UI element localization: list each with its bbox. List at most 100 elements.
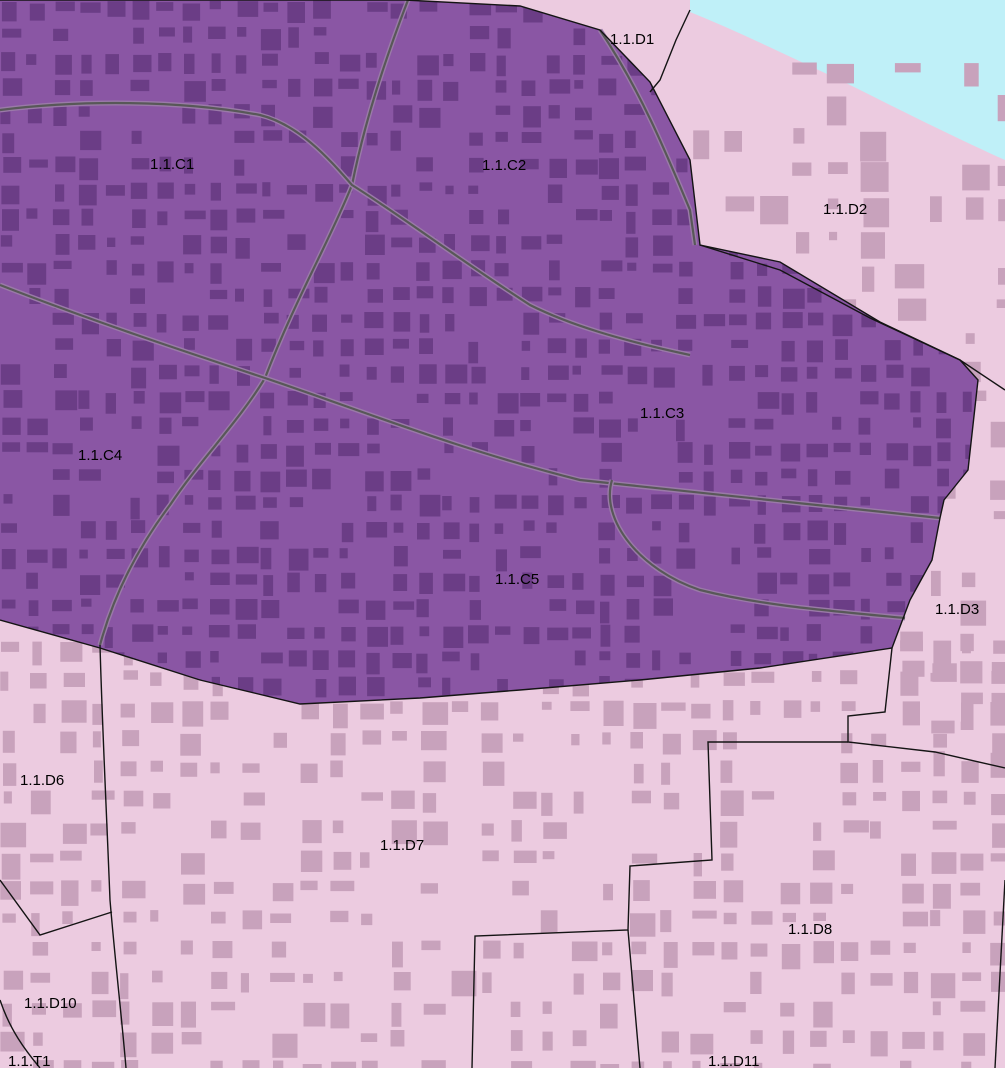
building-footprint	[548, 365, 569, 380]
building-footprint	[419, 494, 441, 517]
building-footprint	[861, 365, 877, 382]
building-footprint	[184, 183, 196, 195]
building-footprint	[731, 547, 740, 565]
building-footprint	[990, 853, 1005, 862]
building-footprint	[808, 574, 830, 595]
building-footprint	[807, 469, 818, 487]
building-footprint	[366, 522, 388, 538]
building-footprint	[392, 731, 407, 741]
building-footprint	[469, 497, 480, 513]
building-footprint	[288, 548, 309, 571]
building-footprint	[990, 752, 1005, 778]
building-footprint	[598, 522, 615, 541]
building-footprint	[55, 390, 78, 411]
building-footprint	[234, 130, 255, 143]
building-footprint	[312, 314, 327, 332]
building-footprint	[393, 574, 408, 591]
building-footprint	[442, 651, 460, 662]
building-footprint	[106, 312, 117, 327]
building-footprint	[240, 822, 261, 840]
building-footprint	[679, 652, 691, 665]
building-footprint	[157, 182, 174, 199]
building-footprint	[240, 973, 249, 993]
building-footprint	[54, 80, 71, 96]
building-footprint	[549, 79, 571, 94]
building-footprint	[338, 78, 359, 89]
building-footprint	[631, 941, 647, 955]
building-footprint	[130, 182, 148, 199]
building-footprint	[30, 972, 51, 983]
building-footprint	[750, 943, 768, 957]
building-footprint	[631, 790, 651, 804]
building-footprint	[576, 600, 595, 615]
building-footprint	[661, 702, 686, 711]
building-footprint	[469, 26, 490, 40]
building-footprint	[362, 730, 382, 745]
building-footprint	[495, 80, 507, 93]
building-footprint	[209, 0, 221, 10]
building-footprint	[826, 96, 847, 126]
building-footprint	[185, 651, 201, 668]
building-footprint	[361, 913, 373, 926]
building-footprint	[339, 54, 361, 72]
building-footprint	[652, 650, 661, 671]
building-footprint	[270, 913, 292, 923]
building-footprint	[210, 599, 230, 615]
building-footprint	[729, 289, 746, 303]
building-footprint	[208, 625, 230, 638]
building-footprint	[626, 575, 644, 588]
building-footprint	[806, 366, 818, 379]
building-footprint	[692, 1060, 701, 1068]
building-footprint	[633, 880, 650, 901]
building-footprint	[991, 794, 1005, 816]
building-footprint	[443, 573, 466, 592]
building-footprint	[180, 733, 201, 756]
building-footprint	[469, 392, 478, 405]
building-footprint	[210, 701, 229, 720]
building-footprint	[133, 391, 145, 404]
building-footprint	[365, 600, 386, 620]
building-footprint	[625, 184, 638, 206]
building-footprint	[183, 235, 202, 255]
building-footprint	[933, 1031, 944, 1051]
purple-zone-area[interactable]	[0, 0, 978, 704]
building-footprint	[840, 942, 859, 961]
building-footprint	[810, 1030, 827, 1047]
building-footprint	[393, 601, 415, 610]
building-footprint	[933, 751, 945, 777]
zone-label-d7: 1.1.D7	[380, 837, 424, 854]
building-footprint	[861, 548, 871, 562]
building-footprint	[0, 881, 22, 900]
building-footprint	[237, 1, 259, 17]
building-footprint	[123, 670, 138, 680]
building-footprint	[312, 650, 329, 670]
building-footprint	[52, 209, 70, 226]
building-footprint	[338, 443, 360, 457]
building-footprint	[626, 599, 640, 620]
building-footprint	[418, 677, 431, 688]
building-footprint	[625, 237, 639, 258]
building-footprint	[840, 670, 858, 685]
building-footprint	[367, 496, 377, 512]
building-footprint	[721, 853, 734, 871]
building-footprint	[314, 78, 333, 97]
building-footprint	[1, 52, 16, 72]
building-footprint	[3, 791, 12, 804]
building-footprint	[521, 367, 530, 380]
building-footprint	[390, 701, 403, 714]
building-footprint	[482, 972, 492, 993]
building-footprint	[338, 599, 359, 614]
building-footprint	[549, 599, 567, 611]
building-footprint	[91, 942, 101, 951]
building-footprint	[210, 651, 219, 663]
building-footprint	[81, 598, 92, 607]
building-footprint	[991, 692, 1005, 718]
building-footprint	[2, 28, 22, 38]
building-footprint	[809, 549, 831, 565]
d7-d8-boundary	[471, 741, 848, 1068]
building-footprint	[900, 1060, 912, 1068]
building-footprint	[78, 390, 90, 409]
building-footprint	[542, 1001, 552, 1014]
